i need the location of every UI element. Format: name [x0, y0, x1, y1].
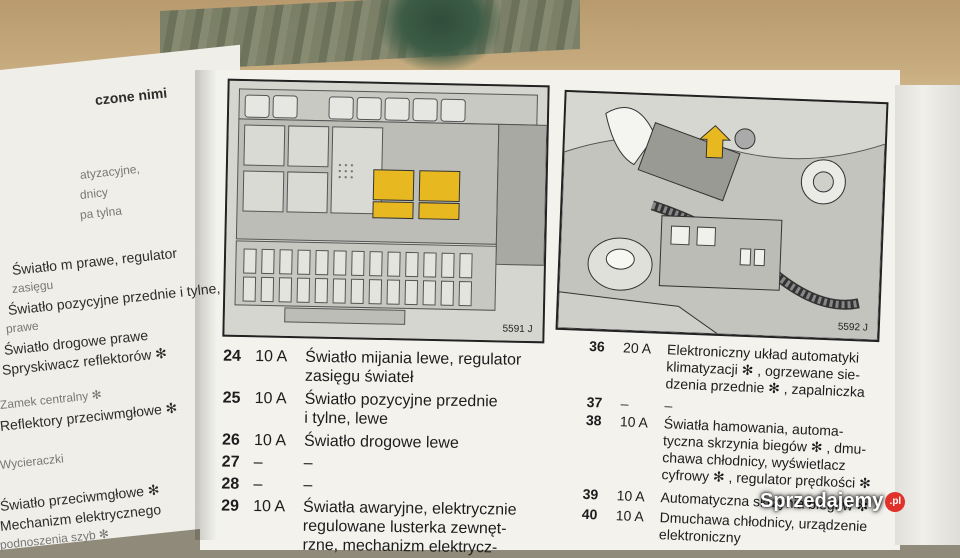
fuse-amperage: 10 A [255, 348, 288, 366]
fuse-amperage: – [620, 395, 629, 412]
engine-bay-illustration: 5592 J [555, 89, 889, 343]
fuse-number: 25 [222, 389, 241, 407]
left-line: zasięgu [11, 277, 54, 296]
fuse-description: – [303, 454, 313, 472]
table-row: 27–– [222, 454, 313, 473]
left-heading: czone nimi [94, 84, 168, 108]
fuse-amperage: 20 A [622, 339, 652, 357]
fuse-description: – [303, 476, 313, 494]
fuse-number: 37 [586, 393, 603, 411]
figure-label: 5591 J [502, 323, 533, 336]
fuse-amperage: 10 A [254, 390, 287, 408]
table-row: 25 10 A Światło pozycyjne przednie [223, 390, 498, 412]
fuse-amperage: 10 A [253, 497, 286, 516]
fuse-description-cont: regulowane lusterka zewnęt- [302, 517, 507, 538]
left-page-text: czone nimi atyzacyjne, dnicy pa tylna Św… [0, 0, 221, 551]
fuse-box-drawing [224, 80, 548, 342]
engine-bay-drawing [557, 91, 887, 341]
fuse-number: 40 [581, 505, 598, 523]
figure-label: 5592 J [837, 321, 869, 334]
fuse-box-illustration: 5591 J [222, 78, 550, 344]
fuse-number: 26 [221, 431, 240, 449]
table-row: 24 10 A Światło mijania lewe, regulator [223, 348, 521, 370]
fuse-number: 38 [585, 411, 602, 429]
fuse-description: Światło pozycyjne przednie [304, 390, 498, 411]
watermark: Sprzedajemy.pl [760, 490, 906, 513]
fuse-amperage: 10 A [615, 507, 645, 525]
page-stack-edge [895, 85, 960, 545]
fuse-amperage: 10 A [253, 432, 287, 450]
fuse-number: 28 [221, 475, 240, 493]
fuse-number: 27 [221, 453, 240, 471]
fuse-amperage: – [253, 454, 263, 472]
watermark-text: Sprzedajemy [760, 490, 884, 512]
fuse-amperage: 10 A [619, 413, 649, 431]
fuse-description: Światło mijania lewe, regulator [305, 348, 522, 369]
fuse-table-left: 24 10 A Światło mijania lewe, regulator za… [221, 348, 574, 557]
plant-background [380, 0, 500, 70]
page-fold-shadow [195, 70, 217, 540]
table-row: 28–– [221, 476, 312, 495]
fuse-description-cont: i tylne, lewe [304, 409, 389, 428]
fuse-description: Światła awaryjne, elektrycznie [303, 498, 517, 519]
table-row: 26 10 A Światło drogowe lewe [222, 432, 459, 453]
left-line: prawe [5, 318, 40, 336]
left-line: Światło m prawe, regulator [11, 244, 178, 278]
left-line: Wycieraczki [0, 451, 65, 472]
watermark-badge: .pl [885, 491, 906, 512]
fuse-amperage: 10 A [616, 487, 646, 505]
fuse-number: 29 [221, 497, 240, 515]
fuse-description: Światło drogowe lewe [303, 432, 459, 452]
table-row: 29 10 A Światła awaryjne, elektrycznie [221, 498, 517, 520]
fuse-description: – [664, 397, 673, 414]
fuse-number: 39 [582, 485, 599, 503]
left-line: atyzacyjne, [79, 161, 141, 182]
left-line: dnicy [79, 185, 109, 202]
table-row: 37–– [586, 394, 672, 414]
fuse-description-cont: zasięgu świateł [304, 367, 414, 387]
fuse-amperage: – [253, 476, 263, 494]
fuse-number: 36 [588, 337, 606, 355]
fuse-number: 24 [223, 347, 242, 365]
left-line: pa tylna [79, 203, 123, 222]
